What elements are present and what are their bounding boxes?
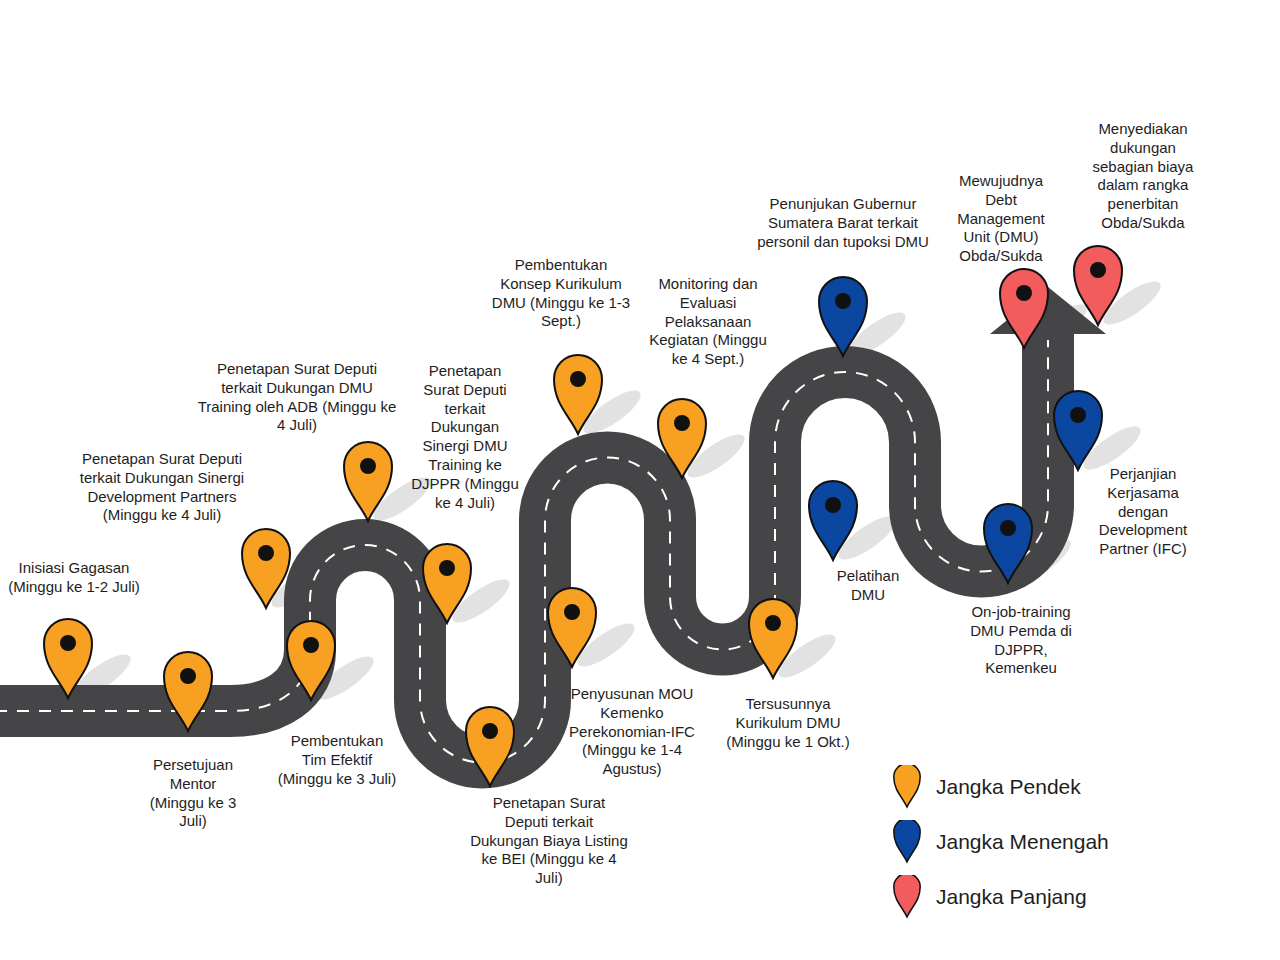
map-pin — [1074, 246, 1122, 325]
pin-dot — [180, 668, 196, 684]
pin-dot — [765, 615, 781, 631]
map-pin — [984, 504, 1032, 583]
pin-body — [242, 529, 290, 608]
map-pin — [423, 544, 471, 623]
milestone-label: Monitoring dan Evaluasi Pelaksanaan Kegi… — [644, 275, 772, 369]
pin-dot — [360, 458, 376, 474]
pin-dot — [835, 293, 851, 309]
milestone-label: Penunjukan Gubernur Sumatera Barat terka… — [753, 195, 933, 251]
pin-body — [423, 544, 471, 623]
pin-dot — [60, 635, 76, 651]
milestone-label: On-job-training DMU Pemda di DJPPR, Keme… — [962, 603, 1080, 678]
map-pin — [554, 355, 602, 434]
pin-body — [749, 599, 797, 678]
map-pin — [287, 621, 335, 700]
pin-dot — [439, 560, 455, 576]
milestone-label: Penetapan Surat Deputi terkait Dukungan … — [469, 794, 629, 888]
milestone-label: Pelatihan DMU — [830, 567, 906, 605]
milestone-label: Inisiasi Gagasan (Minggu ke 1-2 Juli) — [4, 559, 144, 597]
map-pin — [819, 277, 867, 356]
pin-body — [466, 707, 514, 786]
pin-dot — [482, 723, 498, 739]
map-pin — [466, 707, 514, 786]
legend-row: Jangka Pendek — [892, 765, 1081, 809]
pin-body — [809, 481, 857, 560]
legend-row: Jangka Panjang — [892, 875, 1087, 919]
milestone-label: Persetujuan Mentor (Minggu ke 3 Juli) — [143, 756, 243, 831]
legend-text: Jangka Panjang — [936, 885, 1087, 909]
map-pin — [809, 481, 857, 560]
legend-pin — [892, 765, 922, 809]
road-centerline — [0, 340, 1048, 763]
pin-body — [1054, 391, 1102, 470]
map-pin — [749, 599, 797, 678]
milestone-label: Penyusunan MOU Kemenko Perekonomian-IFC … — [568, 685, 696, 779]
milestone-label: Penetapan Surat Deputi terkait Dukungan … — [195, 360, 400, 435]
legend-pin — [892, 820, 922, 864]
pin-dot — [674, 415, 690, 431]
pin-body — [1000, 269, 1048, 348]
map-pin — [344, 442, 392, 521]
pin-body — [984, 504, 1032, 583]
map-pin — [548, 588, 596, 667]
pin-body — [44, 619, 92, 698]
pin-body — [287, 621, 335, 700]
pin-body — [819, 277, 867, 356]
road — [0, 330, 1048, 763]
pin-body — [658, 399, 706, 478]
pin-body — [1074, 246, 1122, 325]
pin-dot — [564, 604, 580, 620]
pin-body — [344, 442, 392, 521]
legend-text: Jangka Menengah — [936, 830, 1109, 854]
milestone-label: Pembentukan Konsep Kurikulum DMU (Minggu… — [491, 256, 631, 331]
pin-dot — [1090, 262, 1106, 278]
pin-dot — [1000, 520, 1016, 536]
milestone-label: Penetapan Surat Deputi terkait Dukungan … — [411, 362, 519, 512]
map-pin — [44, 619, 92, 698]
map-pin — [1054, 391, 1102, 470]
legend-text: Jangka Pendek — [936, 775, 1081, 799]
milestone-label: Menyediakan dukungan sebagian biaya dala… — [1084, 120, 1202, 233]
map-pin — [658, 399, 706, 478]
milestone-label: Penetapan Surat Deputi terkait Dukungan … — [60, 450, 265, 525]
legend-row: Jangka Menengah — [892, 820, 1109, 864]
pin-dot — [825, 497, 841, 513]
legend-pin — [892, 875, 922, 919]
pin-dot — [258, 545, 274, 561]
milestone-label: Perjanjian Kerjasama dengan Development … — [1084, 465, 1202, 559]
milestone-label: Mewujudnya Debt Management Unit (DMU) Ob… — [942, 172, 1060, 266]
pin-dot — [570, 371, 586, 387]
pin-body — [554, 355, 602, 434]
pin-body — [164, 652, 212, 731]
pin-dot — [1016, 285, 1032, 301]
pin-dot — [1070, 407, 1086, 423]
map-pin — [1000, 269, 1048, 348]
milestone-label: Pembentukan Tim Efektif (Minggu ke 3 Jul… — [277, 732, 397, 788]
milestone-label: Tersusunnya Kurikulum DMU (Minggu ke 1 O… — [713, 695, 863, 751]
map-pin — [242, 529, 290, 608]
pin-dot — [303, 637, 319, 653]
pin-body — [548, 588, 596, 667]
map-pin — [164, 652, 212, 731]
